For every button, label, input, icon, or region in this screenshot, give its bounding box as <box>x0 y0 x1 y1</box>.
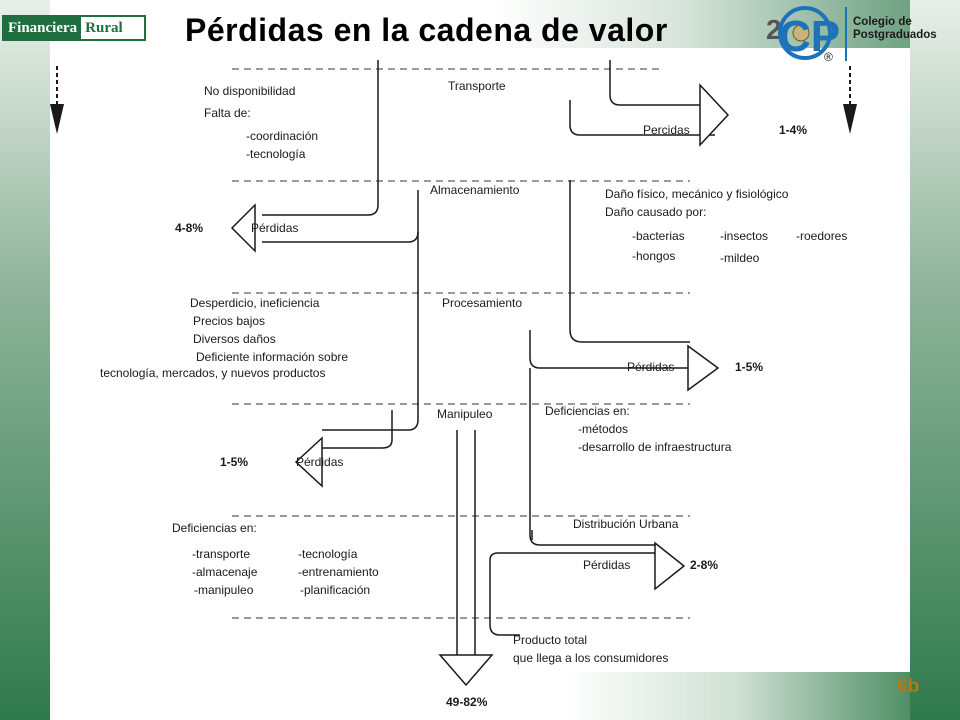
loss-label-almacenamiento: Pérdidas <box>251 221 298 235</box>
stage-distribucion: Distribución Urbana <box>573 517 679 531</box>
slide-number: 6b <box>897 676 920 697</box>
final-product-line-1: Producto total <box>513 633 587 647</box>
loss-label-manipuleo: Pérdidas <box>296 455 343 469</box>
final-product-line-2: que llega a los consumidores <box>513 651 668 665</box>
stage-almacenamiento: Almacenamiento <box>430 183 520 197</box>
logo-cp-mark: CP <box>779 12 840 61</box>
cause-transporte-2: Falta de: <box>204 106 251 120</box>
cause-manipuleo-2: -métodos <box>578 422 628 436</box>
stage-transporte: Transporte <box>448 79 506 93</box>
page-title: Pérdidas en la cadena de valor <box>185 12 668 48</box>
cause-almacenamiento-5: -roedores <box>796 229 847 243</box>
cause-distribucion-6: -manipuleo <box>194 583 254 597</box>
flow-lines <box>262 60 715 655</box>
loss-arrow-distribucion-icon <box>654 541 686 591</box>
cause-procesamiento-3: Diversos daños <box>193 332 276 346</box>
left-green-band <box>0 0 50 720</box>
right-green-band <box>910 0 960 720</box>
cause-distribucion-1: Deficiencias en: <box>172 521 257 535</box>
cause-distribucion-2: -transporte <box>192 547 250 561</box>
cause-transporte-3: -coordinación <box>246 129 318 143</box>
cause-transporte-1: No disponibilidad <box>204 84 295 98</box>
stage-procesamiento: Procesamiento <box>442 296 522 310</box>
loss-arrows <box>230 83 730 687</box>
cause-distribucion-5: -entrenamiento <box>298 565 379 579</box>
cause-procesamiento-4: Deficiente información sobre <box>196 350 348 364</box>
loss-arrow-procesamiento-icon <box>687 344 720 392</box>
cause-distribucion-7: -planificación <box>300 583 370 597</box>
colegio-postgraduados-name: Colegio de Postgraduados <box>853 16 937 42</box>
cause-transporte-4: -tecnología <box>246 147 306 161</box>
left-flow-arrow-icon <box>50 66 64 134</box>
colegio-postgraduados-logo: CP ® <box>778 6 847 64</box>
cause-distribucion-3: -tecnología <box>298 547 358 561</box>
loss-pct-manipuleo: 1-5% <box>220 455 248 469</box>
stage-separators <box>232 68 690 619</box>
cause-procesamiento-5: tecnología, mercados, y nuevos productos <box>100 366 325 380</box>
financiera-rural-logo: Financiera Rural <box>2 15 146 41</box>
logo-registered-mark: ® <box>824 50 833 64</box>
cause-almacenamiento-6: -hongos <box>632 249 675 263</box>
logo-name-line-2: Postgraduados <box>853 29 937 41</box>
cause-almacenamiento-3: -bacterias <box>632 229 685 243</box>
loss-pct-distribucion: 2-8% <box>690 558 718 572</box>
loss-pct-almacenamiento: 4-8% <box>175 221 203 235</box>
cause-procesamiento-2: Precios bajos <box>193 314 265 328</box>
page-title-number: 2 <box>766 14 782 45</box>
loss-label-transporte: Percidas <box>643 123 690 137</box>
cause-manipuleo-1: Deficiencias en: <box>545 404 630 418</box>
loss-pct-procesamiento: 1-5% <box>735 360 763 374</box>
logo-text-rural: Rural <box>85 20 123 36</box>
cause-distribucion-4: -almacenaje <box>192 565 258 579</box>
final-product-arrow-icon <box>438 654 494 687</box>
final-product-percent: 49-82% <box>446 695 488 709</box>
logo-name-line-1: Colegio de <box>853 16 912 28</box>
right-flow-arrow-icon <box>843 66 857 134</box>
cause-procesamiento-1: Desperdicio, ineficiencia <box>190 296 320 310</box>
loss-label-procesamiento: Pérdidas <box>627 360 674 374</box>
loss-arrow-almacenamiento-icon <box>230 203 256 253</box>
logo-text-financiera: Financiera <box>4 17 82 39</box>
cause-almacenamiento-1: Daño físico, mecánico y fisiológico <box>605 187 789 201</box>
cause-almacenamiento-2: Daño causado por: <box>605 205 706 219</box>
loss-arrow-manipuleo-icon <box>294 436 323 488</box>
loss-arrow-transporte-icon <box>699 83 730 147</box>
cause-almacenamiento-7: -mildeo <box>720 251 760 265</box>
cause-almacenamiento-4: -insectos <box>720 229 768 243</box>
bottom-gradient-band <box>50 672 910 720</box>
cause-manipuleo-3: -desarrollo de infraestructura <box>578 440 732 454</box>
loss-pct-transporte: 1-4% <box>779 123 807 137</box>
loss-label-distribucion: Pérdidas <box>583 558 630 572</box>
stage-manipuleo: Manipuleo <box>437 407 493 421</box>
